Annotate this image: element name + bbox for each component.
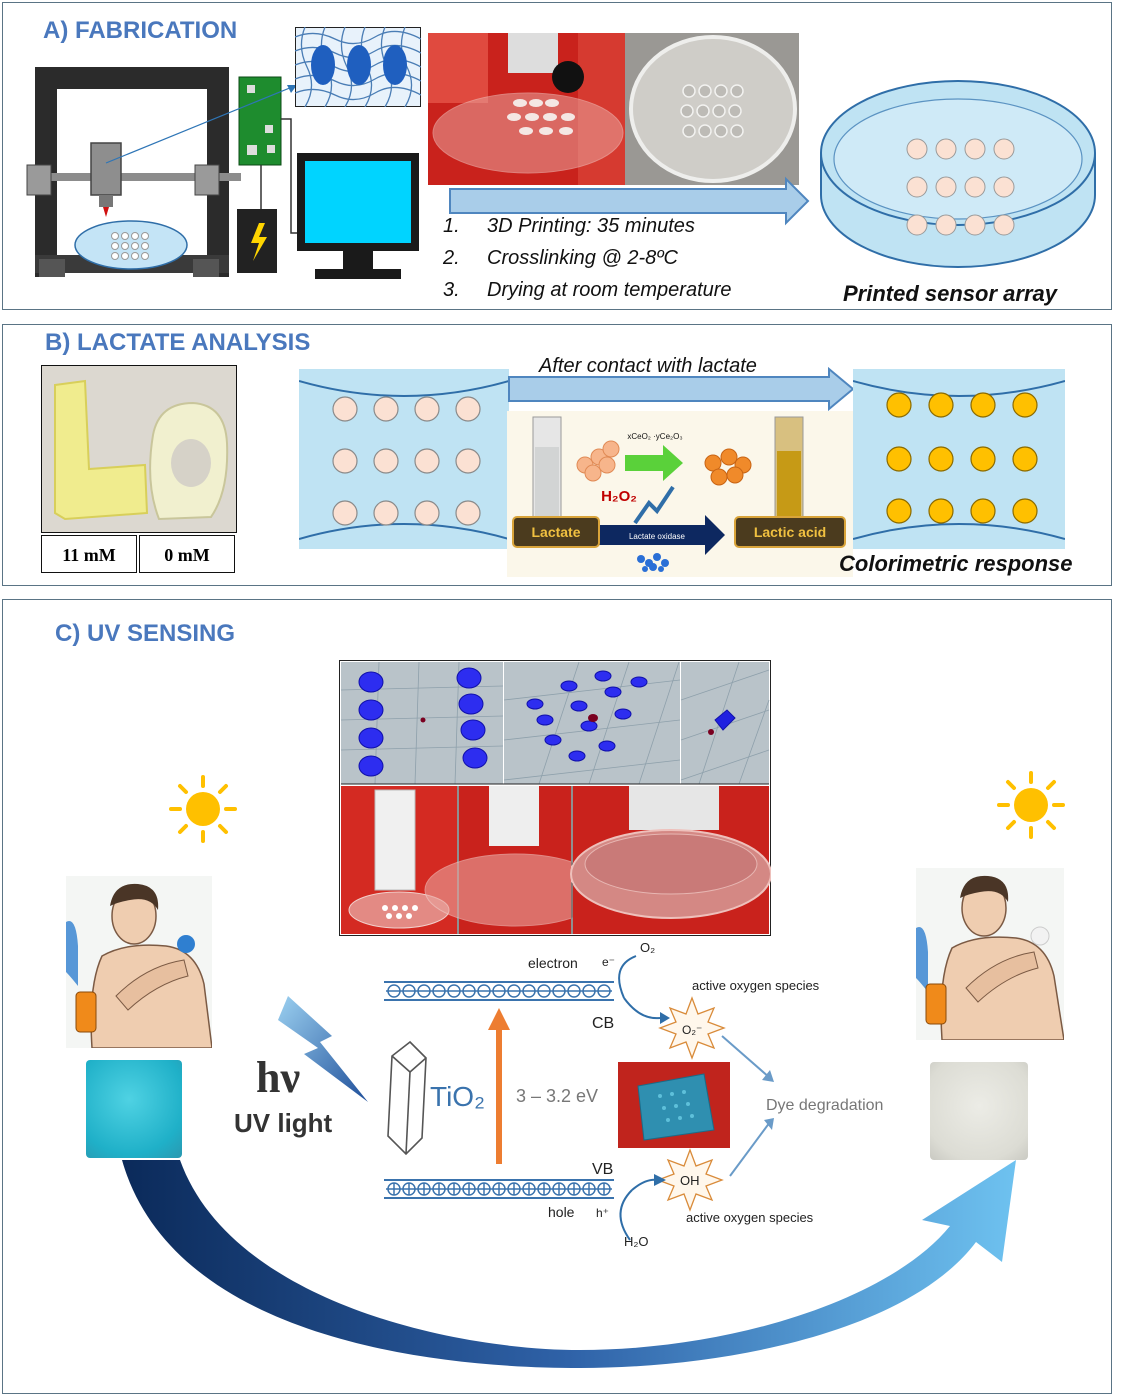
conc-label-0mm: 0 mM (139, 535, 235, 573)
hv-label: hν (256, 1053, 301, 1102)
la-gel-photo (41, 365, 237, 533)
process-step: 1.3D Printing: 35 minutes (443, 215, 695, 237)
band-gap-label: 3 – 3.2 eV (516, 1086, 598, 1106)
panel-c-title: C) UV SENSING (55, 620, 236, 647)
colorimetric-response-label: Colorimetric response (839, 551, 1073, 576)
superoxide-label: O₂⁻ (682, 1023, 702, 1037)
panel-a-title: A) FABRICATION (43, 17, 238, 44)
oh-label: OH (680, 1173, 700, 1188)
sensor-array-after (853, 369, 1065, 549)
contact-arrow (508, 367, 855, 411)
hydrogel-mesh-inset (295, 27, 421, 107)
panel-fabrication: A) FABRICATION (2, 2, 1112, 310)
sensor-array-before (299, 369, 509, 549)
lactate-label: Lactate (531, 524, 580, 540)
lactic-acid-label: Lactic acid (754, 524, 826, 540)
reaction-scheme: xCeO₂ ·yCe₂O₃ H₂O₂ Lactate Lactate oxida… (507, 411, 853, 577)
panel-lactate: B) LACTATE ANALYSIS 11 mM 0 mM After con… (2, 324, 1112, 586)
lightning-bolt-icon (278, 996, 368, 1102)
transition-arrow (122, 1160, 1016, 1368)
process-step: 3.Drying at room temperature (443, 279, 732, 301)
person-after (916, 868, 1064, 1040)
e-label: e⁻ (602, 955, 615, 969)
panel-b-title: B) LACTATE ANALYSIS (45, 329, 311, 356)
printed-sensor-label: Printed sensor array (843, 281, 1057, 306)
h-label: h⁺ (596, 1206, 609, 1220)
electron-label: electron (528, 955, 578, 971)
sun-icon (997, 771, 1065, 839)
band-diagram: TiO₂ 3 – 3.2 eV electron e⁻ CB VB hole h… (384, 940, 883, 1249)
conc-label-11mm: 11 mM (41, 535, 137, 573)
ceria-formula: xCeO₂ ·yCe₂O₃ (627, 432, 682, 441)
contact-arrow-label: After contact with lactate (539, 355, 757, 377)
process-arrow (449, 176, 810, 226)
printer-illustration (26, 67, 419, 279)
aos-bottom-label: active oxygen species (686, 1210, 814, 1225)
lactate-oxidase-label: Lactate oxidase (629, 532, 686, 541)
uv-light-label: UV light (234, 1108, 333, 1138)
aos-top-label: active oxygen species (692, 978, 820, 993)
vb-label: VB (592, 1161, 613, 1178)
sensor-array-dish (820, 80, 1096, 268)
tio2-label: TiO₂ (430, 1081, 485, 1112)
printing-collage (339, 660, 771, 936)
sun-icon (169, 775, 237, 843)
printed-dish-photo (625, 33, 799, 185)
h2o-label: H₂O (624, 1234, 649, 1249)
cb-label: CB (592, 1015, 614, 1032)
o2-label: O₂ (640, 940, 655, 955)
dye-degradation-label: Dye degradation (766, 1097, 883, 1114)
process-step: 2.Crosslinking @ 2-8ºC (443, 247, 678, 269)
sensor-square-blue (86, 1060, 182, 1158)
h2o2-label: H₂O₂ (601, 488, 637, 505)
sensor-square-clear (930, 1062, 1028, 1160)
person-before (66, 876, 212, 1048)
printing-photo (428, 33, 625, 185)
hole-label: hole (548, 1204, 575, 1220)
